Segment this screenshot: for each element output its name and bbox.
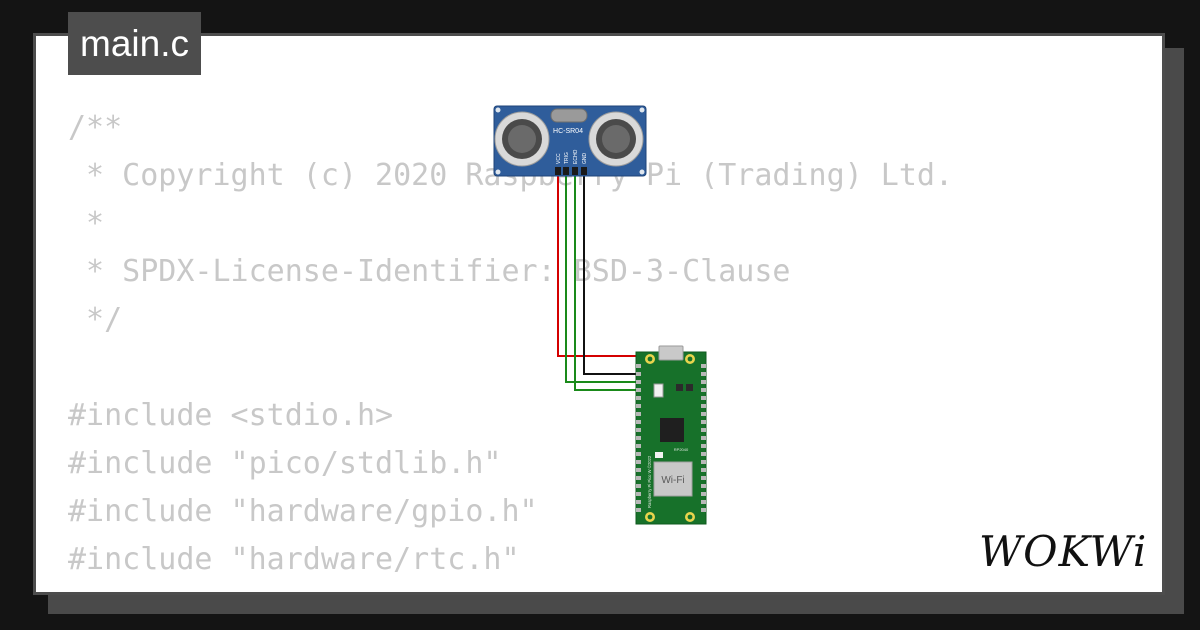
left-pin-row	[636, 364, 641, 512]
board-silk-label: Raspberry Pi Pico W ©2022	[647, 455, 652, 508]
pico-w-board[interactable]: RP2040 Wi-Fi Raspberry Pi Pico W ©2022	[635, 345, 707, 525]
transducer-right	[588, 111, 644, 167]
chip-label: RP2040	[674, 447, 689, 452]
code-line: * Copyright (c) 2020 Raspberry Pi (Tradi…	[86, 158, 954, 193]
transducer-left	[494, 111, 550, 167]
wokwi-logo: WOKWi	[979, 527, 1147, 576]
sensor-pin-label: GND	[582, 153, 588, 165]
wokwi-wordmark: WOKWi	[979, 527, 1147, 576]
sensor-pin-label: ECHO	[573, 149, 579, 164]
wire-vcc[interactable]	[557, 172, 651, 357]
code-line: #include "hardware/rtc.h"	[68, 542, 520, 577]
wire-gnd[interactable]	[583, 172, 643, 375]
sensor-pin-header	[555, 167, 587, 175]
rp2040-chip	[660, 418, 684, 442]
code-line: #include "pico/stdlib.h"	[68, 446, 502, 481]
sensor-pin-label: TRIG	[564, 152, 570, 164]
code-view: /** * Copyright (c) 2020 Raspberry Pi (T…	[68, 104, 954, 592]
code-line: #include "pico/util/datetime.h"	[68, 584, 953, 592]
code-line: */	[68, 302, 123, 337]
code-line: * SPDX-License-Identifier: BSD-3-Clause	[68, 254, 791, 289]
right-pin-row	[701, 364, 706, 512]
bootsel-button[interactable]	[653, 383, 664, 398]
code-line: *	[68, 206, 105, 241]
usb-port	[658, 345, 684, 361]
sensor-pin-label: VCC	[556, 153, 562, 164]
code-line: #include <stdio.h>	[68, 398, 394, 433]
sensor-model-label: HC-SR04	[553, 128, 583, 135]
wires	[557, 172, 651, 391]
file-tab[interactable]: main.c	[68, 12, 201, 75]
ultrasonic-sensor[interactable]: HC-SR04 VCC TRIG ECHO GND	[493, 105, 647, 177]
code-line: #include "hardware/gpio.h"	[68, 494, 538, 529]
wire-echo[interactable]	[574, 172, 643, 391]
wifi-module	[653, 461, 693, 497]
code-line: /**	[68, 110, 123, 145]
wire-trig[interactable]	[565, 172, 643, 383]
wifi-module-label: Wi-Fi	[661, 475, 684, 486]
